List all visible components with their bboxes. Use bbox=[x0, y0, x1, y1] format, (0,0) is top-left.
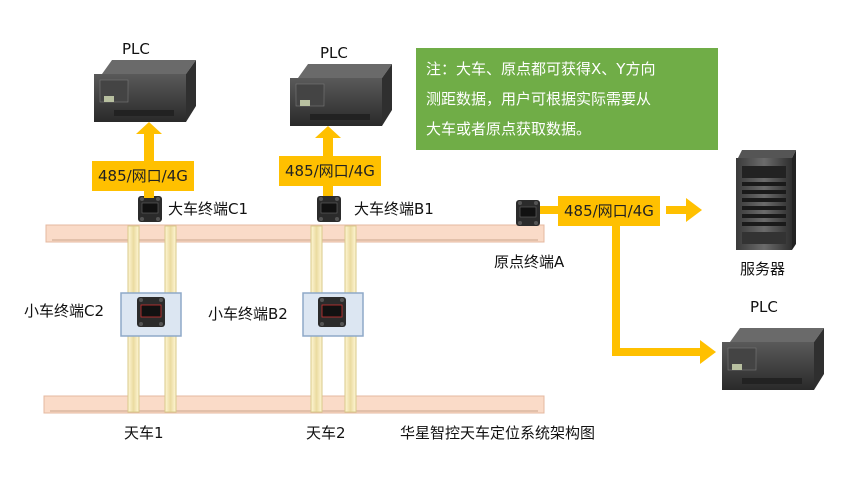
top-rail bbox=[45, 224, 545, 243]
terminal-label-small-b2: 小车终端B2 bbox=[208, 305, 288, 323]
note-line-1: 注：大车、原点都可获得X、Y方向 bbox=[426, 60, 656, 78]
arrow-c1-to-plc bbox=[136, 122, 162, 198]
crane-label-1: 天车1 bbox=[124, 424, 164, 442]
terminal-label-origin-a: 原点终端A bbox=[494, 253, 565, 271]
terminal-device-c2 bbox=[137, 297, 165, 327]
terminal-device-b2 bbox=[318, 297, 346, 327]
terminal-device-b1 bbox=[317, 196, 341, 222]
plc-label-3: PLC bbox=[750, 298, 778, 316]
note-line-3: 大车或者原点获取数据。 bbox=[426, 120, 592, 138]
arrow-origin-to-plc bbox=[612, 226, 716, 364]
arrow-b1-to-plc bbox=[315, 126, 341, 196]
terminal-label-small-c2: 小车终端C2 bbox=[24, 302, 105, 320]
bottom-rail bbox=[43, 395, 545, 414]
connection-label-b1: 485/网口/4G bbox=[279, 156, 381, 186]
plc-device-1 bbox=[94, 60, 196, 122]
terminal-label-big-c1: 大车终端C1 bbox=[168, 200, 249, 218]
terminal-label-big-b1: 大车终端B1 bbox=[354, 200, 434, 218]
connection-label-origin: 485/网口/4G bbox=[558, 196, 660, 226]
arrow-origin-to-server bbox=[540, 198, 702, 222]
note-line-2: 测距数据，用户可根据实际需要从 bbox=[426, 90, 652, 108]
plc-label-2: PLC bbox=[320, 44, 348, 62]
plc-device-3 bbox=[722, 328, 824, 390]
terminal-device-a bbox=[516, 200, 540, 226]
connection-label-c1: 485/网口/4G bbox=[92, 161, 194, 191]
diagram-caption: 华星智控天车定位系统架构图 bbox=[400, 424, 596, 442]
server-label: 服务器 bbox=[740, 260, 786, 278]
note-box: 注：大车、原点都可获得X、Y方向 测距数据，用户可根据实际需要从 大车或者原点获… bbox=[416, 48, 718, 150]
server-device bbox=[736, 150, 796, 250]
crane-label-2: 天车2 bbox=[306, 424, 346, 442]
terminal-device-c1 bbox=[138, 196, 162, 222]
plc-label-1: PLC bbox=[122, 40, 150, 58]
plc-device-2 bbox=[290, 64, 392, 126]
